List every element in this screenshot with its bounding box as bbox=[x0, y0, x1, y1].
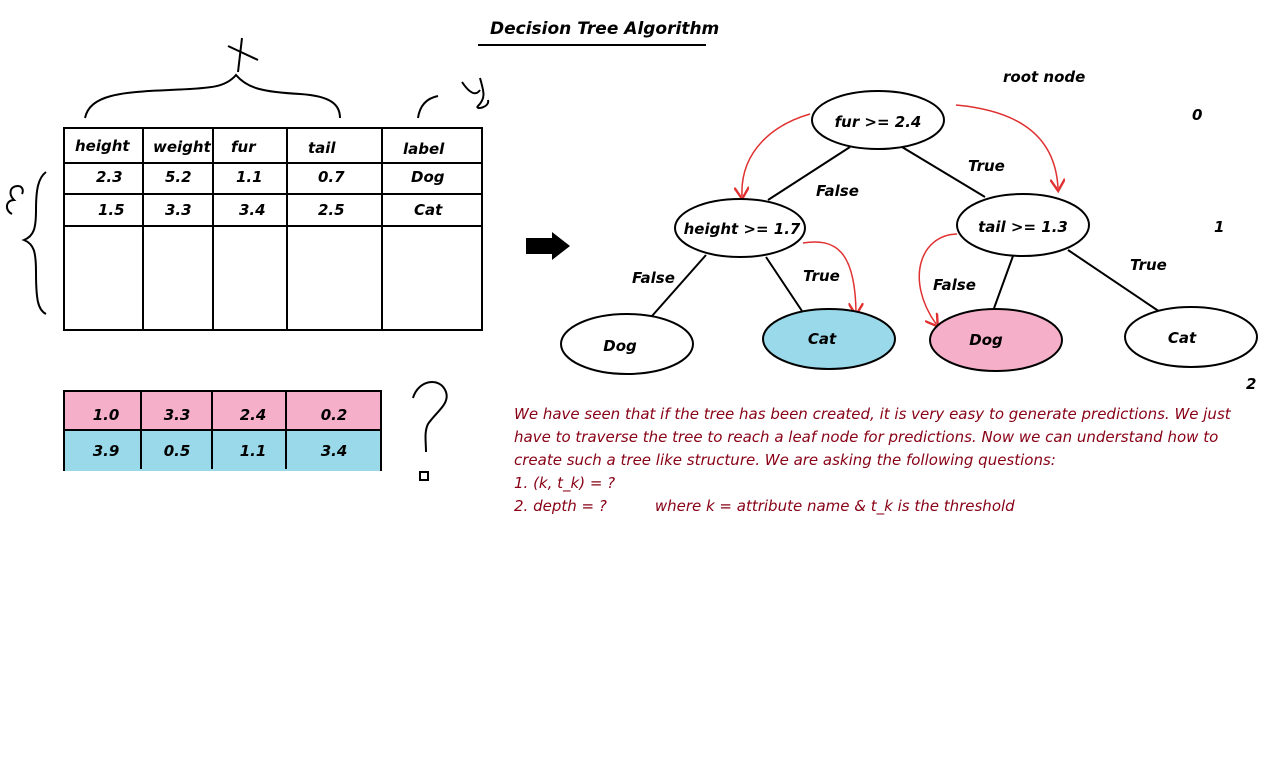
sample-row-pink: 1.0 3.3 2.4 0.2 bbox=[65, 392, 380, 430]
edge-label-true: True bbox=[968, 157, 1005, 175]
edge-left-leaf2 bbox=[765, 256, 803, 312]
table-cell: 1.5 bbox=[98, 201, 125, 219]
explanation-line: create such a tree like structure. We ar… bbox=[514, 451, 1056, 469]
leaf-label: Cat bbox=[808, 330, 837, 348]
red-arrow-left-true bbox=[802, 241, 856, 312]
edge-label-true: True bbox=[803, 267, 840, 285]
sample-table: 1.0 3.3 2.4 0.2 3.9 0.5 1.1 3.4 bbox=[63, 390, 382, 471]
table-cell: 0.2 bbox=[320, 406, 348, 424]
arrow-icon bbox=[526, 232, 570, 260]
table-cell: 2.5 bbox=[318, 201, 345, 219]
question-mark-dot bbox=[419, 471, 429, 481]
table-cell: 0.7 bbox=[318, 168, 345, 186]
title-underline bbox=[478, 44, 706, 46]
root-node-caption: root node bbox=[1003, 68, 1085, 86]
x-mark-stroke-1 bbox=[227, 45, 259, 61]
table-cell: 1.1 bbox=[236, 168, 263, 186]
x-mark-stroke-2 bbox=[237, 37, 243, 73]
feature-table: height weight fur tail label 2.3 5.2 1.1… bbox=[63, 127, 483, 331]
question-depth: 2. depth = ? bbox=[514, 497, 607, 515]
edge-right-leaf3 bbox=[992, 255, 1014, 312]
table-cell: 2.4 bbox=[239, 406, 267, 424]
edge-root-left bbox=[767, 146, 851, 201]
leaf-label: Cat bbox=[1168, 329, 1197, 347]
table-cell: 3.4 bbox=[320, 442, 348, 460]
explanation-line: 1. (k, t_k) = ? bbox=[514, 474, 616, 492]
header-weight: weight bbox=[153, 138, 211, 156]
edge-left-leaf1 bbox=[651, 254, 707, 317]
depth-label-1: 1 bbox=[1214, 218, 1224, 236]
header-fur: fur bbox=[231, 138, 256, 156]
root-node-label: fur >= 2.4 bbox=[835, 113, 922, 131]
explanation-text: We have seen that if the tree has been c… bbox=[514, 403, 1234, 518]
edge-right-leaf4 bbox=[1067, 249, 1161, 313]
leaf-label: Dog bbox=[969, 331, 1003, 349]
right-node bbox=[956, 193, 1090, 257]
right-node-label: tail >= 1.3 bbox=[978, 218, 1068, 236]
leaf-dog-2 bbox=[929, 308, 1063, 372]
m-mark bbox=[6, 184, 24, 215]
table-cell: 3.3 bbox=[165, 201, 192, 219]
table-cell: 1.0 bbox=[92, 406, 120, 424]
table-cell: 3.9 bbox=[92, 442, 120, 460]
edge-root-right bbox=[901, 146, 986, 198]
red-arrow-right-false bbox=[918, 233, 958, 324]
leaf-cat-2 bbox=[1124, 306, 1258, 368]
header-label: label bbox=[403, 140, 445, 158]
depth-label-0: 0 bbox=[1192, 106, 1202, 124]
edge-label-false: False bbox=[933, 276, 976, 294]
header-tail: tail bbox=[308, 139, 336, 157]
table-cell: 3.3 bbox=[163, 406, 191, 424]
table-cell: 3.4 bbox=[239, 201, 266, 219]
explanation-line: have to traverse the tree to reach a lea… bbox=[514, 428, 1219, 446]
leaf-label: Dog bbox=[603, 337, 637, 355]
edge-label-true: True bbox=[1130, 256, 1167, 274]
edge-label-false: False bbox=[632, 269, 675, 287]
table-cell: Dog bbox=[411, 168, 445, 186]
page-title: Decision Tree Algorithm bbox=[490, 19, 720, 39]
rows-brace bbox=[21, 171, 47, 315]
y-mark bbox=[461, 77, 490, 109]
leaf-cat-1 bbox=[762, 308, 896, 370]
explanation-line-last: 2. depth = ? where k = attribute name & t… bbox=[514, 495, 1234, 518]
explanation-line: We have seen that if the tree has been c… bbox=[514, 405, 1231, 423]
table-cell: 1.1 bbox=[239, 442, 267, 460]
edge-label-false: False bbox=[816, 182, 859, 200]
table-cell: 2.3 bbox=[96, 168, 123, 186]
header-height: height bbox=[75, 137, 130, 155]
left-node bbox=[674, 198, 806, 258]
left-node-label: height >= 1.7 bbox=[684, 220, 801, 238]
depth-label-2: 2 bbox=[1246, 375, 1256, 393]
red-arrow-root-left bbox=[742, 113, 811, 196]
red-arrow-root-right bbox=[955, 104, 1058, 188]
table-cell: 0.5 bbox=[163, 442, 191, 460]
definition-note: where k = attribute name & t_k is the th… bbox=[654, 497, 1015, 515]
table-cell: Cat bbox=[414, 201, 443, 219]
question-mark bbox=[412, 381, 448, 453]
features-brace bbox=[84, 73, 341, 119]
table-cell: 5.2 bbox=[165, 168, 192, 186]
leaf-dog-1 bbox=[560, 313, 694, 375]
sample-row-blue: 3.9 0.5 1.1 3.4 bbox=[65, 431, 380, 471]
root-node bbox=[811, 90, 945, 150]
label-brace bbox=[417, 95, 439, 119]
